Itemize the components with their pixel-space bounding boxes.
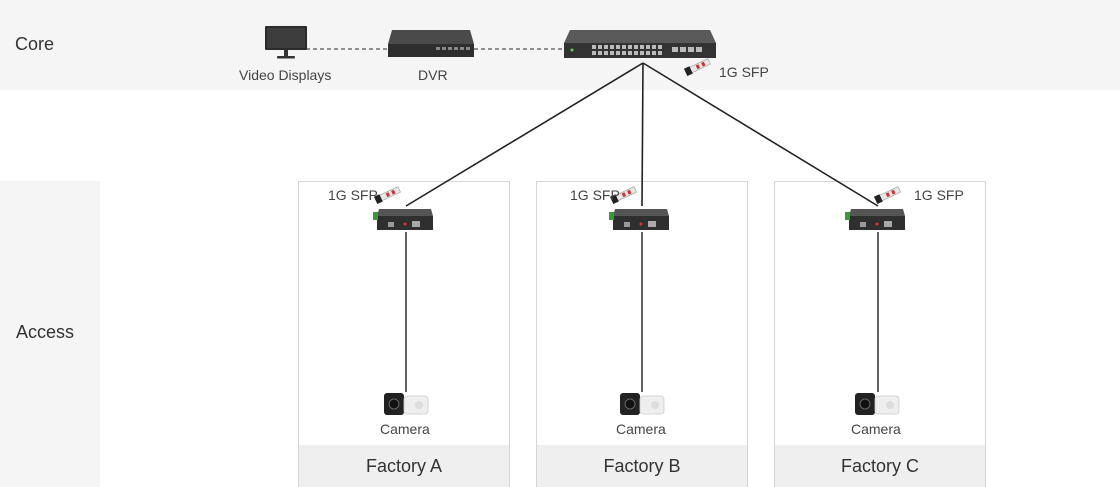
media-converter-icon-a: [373, 209, 433, 230]
uplink-factory-a: [405, 62, 644, 207]
sfp-module-icon-c: [873, 186, 901, 205]
factory-a-sfp-label: 1G SFP: [328, 187, 378, 203]
factory-c-sfp-label: 1G SFP: [914, 187, 964, 203]
sfp-module-icon: [683, 58, 711, 77]
sfp-module-icon-a: [373, 186, 401, 205]
factory-c-title: Factory C: [775, 445, 985, 487]
uplink-factory-b: [641, 62, 644, 207]
camera-icon-a: [384, 393, 429, 415]
core-layer-label: Core: [15, 34, 55, 54]
camera-icon-c: [855, 393, 900, 415]
factory-a-title: Factory A: [299, 445, 509, 487]
dvr-label: DVR: [418, 67, 448, 83]
access-layer-band: [0, 181, 100, 487]
uplink-factory-c: [642, 62, 879, 207]
switch-sfp-label: 1G SFP: [719, 64, 769, 80]
core-switch-icon: [564, 30, 716, 58]
media-converter-icon-c: [845, 209, 905, 230]
media-converter-icon-b: [609, 209, 669, 230]
factory-panel-a: Factory A: [298, 181, 510, 487]
factory-b-sfp-label: 1G SFP: [570, 187, 620, 203]
factory-a-camera-label: Camera: [380, 421, 430, 437]
sfp-module-icon-b: [609, 186, 637, 205]
factory-panel-c: Factory C: [774, 181, 986, 487]
monitor-icon: [265, 26, 307, 59]
camera-icon-b: [620, 393, 665, 415]
dvr-icon: [388, 30, 474, 57]
access-layer-label: Access: [16, 322, 75, 342]
factory-b-camera-label: Camera: [616, 421, 666, 437]
factory-c-camera-label: Camera: [851, 421, 901, 437]
factory-b-title: Factory B: [537, 445, 747, 487]
video-displays-label: Video Displays: [239, 67, 332, 83]
core-layer-band: [0, 0, 1120, 90]
